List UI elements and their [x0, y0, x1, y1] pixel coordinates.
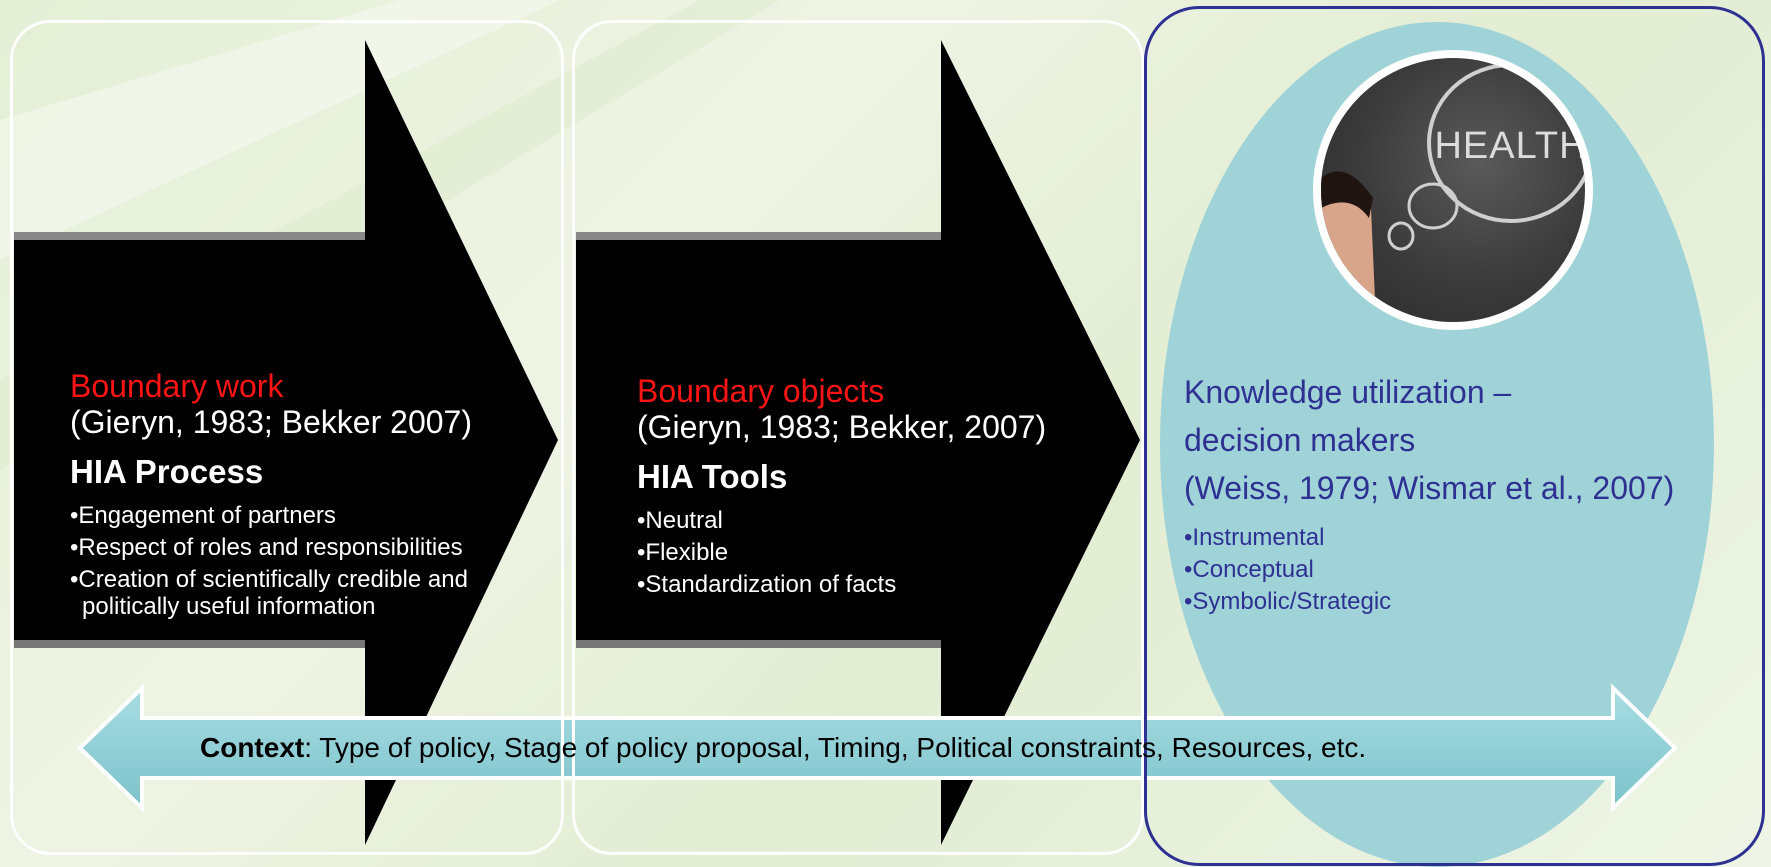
list-item: Engagement of partners [70, 502, 540, 529]
photo-text: HEALTH [1434, 125, 1585, 167]
context-text: Context: Type of policy, Stage of policy… [200, 728, 1580, 768]
list-item: Standardization of facts [637, 571, 1107, 598]
knowledge-title-line-1: Knowledge utilization – [1184, 374, 1512, 410]
boundary-objects-text: Boundary objects (Gieryn, 1983; Bekker, … [637, 373, 1107, 603]
boundary-work-text: Boundary work (Gieryn, 1983; Bekker 2007… [70, 368, 540, 625]
list-item: Symbolic/Strategic [1184, 586, 1674, 618]
hia-tools-heading: HIA Tools [637, 458, 788, 495]
knowledge-title-line-2: decision makers [1184, 422, 1416, 458]
thought-bubble-icon: HEALTH [1321, 63, 1585, 322]
process-arrow [14, 40, 558, 845]
context-arrow [77, 683, 1678, 813]
boundary-objects-citation: (Gieryn, 1983; Bekker, 2007) [637, 409, 1047, 445]
list-item: Creation of scientifically credible and … [70, 566, 482, 620]
knowledge-use-list: Instrumental Conceptual Symbolic/Strateg… [1184, 522, 1674, 618]
hia-tools-list: Neutral Flexible Standardization of fact… [637, 507, 1107, 598]
knowledge-utilization-text: Knowledge utilization – decision makers … [1184, 368, 1674, 618]
panel-boundary-objects [572, 20, 1144, 855]
context-description: : Type of policy, Stage of policy propos… [304, 732, 1367, 763]
health-photo: HEALTH [1313, 50, 1593, 330]
tools-arrow [576, 40, 1140, 845]
list-item: Respect of roles and responsibilities [70, 534, 540, 561]
list-item: Flexible [637, 539, 1107, 566]
hia-process-heading: HIA Process [70, 453, 264, 490]
list-item: Conceptual [1184, 554, 1674, 586]
list-item: Neutral [637, 507, 1107, 534]
boundary-work-citation: (Gieryn, 1983; Bekker 2007) [70, 404, 472, 440]
boundary-objects-title: Boundary objects [637, 373, 885, 409]
knowledge-citation: (Weiss, 1979; Wismar et al., 2007) [1184, 470, 1675, 506]
context-label: Context [200, 732, 305, 763]
hia-process-list: Engagement of partners Respect of roles … [70, 502, 540, 620]
panel-boundary-work [10, 20, 564, 855]
panel-knowledge-utilization [1144, 6, 1765, 866]
boundary-work-title: Boundary work [70, 368, 284, 404]
list-item: Instrumental [1184, 522, 1674, 554]
